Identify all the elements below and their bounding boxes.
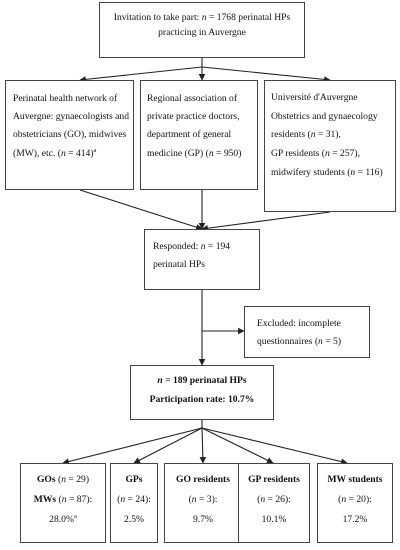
mws-line: MWs (n = 87): (33, 494, 93, 506)
network-footnote: a (93, 146, 97, 154)
network-line-3: obstetricians (GO), midwives (13, 129, 127, 141)
university-line-2: Obstetrics and gynaecology (271, 110, 378, 122)
gos-line: GOs (n = 29) (36, 474, 90, 485)
arrow-to-gos-mws (62, 427, 203, 465)
gos-mws-footnote: a (73, 513, 77, 521)
regional-line-3: department of general (147, 129, 232, 141)
excluded-box: Excluded: incomplete questionnaires (n =… (244, 306, 370, 358)
invitation-box: Invitation to take part: n = 1768 perina… (99, 2, 305, 58)
responded-box: Responded: n = 194 perinatal HPs (144, 229, 260, 290)
regional-association-box: Regional association of private practice… (140, 80, 258, 190)
regional-line-1: Regional association of (147, 93, 238, 104)
university-box: Université d'Auvergne Obstetrics and gyn… (264, 80, 396, 212)
university-line-1: Université d'Auvergne (271, 92, 358, 103)
arrow-to-gps (133, 427, 203, 464)
group-box-go-residents: GO residents (n = 3): 9.7% (164, 463, 242, 543)
go-residents-rate: 9.7% (193, 514, 213, 526)
perinatal-network-box: Perinatal health network of Auvergne: gy… (5, 80, 134, 190)
arrow-to-mw-students (201, 427, 348, 465)
participants-box: n = 189 perinatal HPs Participation rate… (130, 365, 274, 420)
gp-residents-label: GP residents (248, 474, 300, 485)
gps-count: (n = 24): (117, 494, 151, 506)
network-line-1: Perinatal health network of (13, 93, 118, 104)
regional-line-2: private practice doctors, (147, 111, 240, 123)
group-box-gp-residents: GP residents (n = 26): 10.1% (238, 463, 310, 543)
network-line-2: Auvergne: gynaecologists and (13, 111, 129, 123)
invitation-line-2: practicing in Auvergne (158, 26, 246, 38)
excluded-line-1: Excluded: incomplete (257, 318, 341, 329)
arrow-to-gp-residents (201, 427, 274, 464)
regional-line-4: medicine (GP) (n = 950) (147, 147, 242, 159)
group-box-mw-students: MW students (n = 20): 17.2% (317, 463, 393, 543)
responded-line-1: Responded: n = 194 (153, 241, 231, 252)
responded-line-2: perinatal HPs (153, 259, 205, 271)
participation-rate: Participation rate: 10.7% (149, 393, 255, 405)
gps-label: GPs (125, 474, 143, 485)
mw-students-rate: 17.2% (342, 514, 368, 526)
excluded-line-2: questionnaires (n = 5) (257, 336, 342, 348)
mw-students-label: MW students (327, 474, 383, 485)
participants-line-1: n = 189 perinatal HPs (157, 375, 247, 386)
arrow-university-to-responded (201, 211, 331, 232)
go-residents-label: GO residents (176, 474, 230, 485)
university-line-5: midwifery students (n = 116) (271, 166, 383, 178)
go-residents-count: (n = 3): (188, 494, 218, 506)
arrow-network-to-responded (79, 189, 203, 231)
university-line-4: GP residents (n = 257), (271, 148, 361, 160)
arrow-to-university (201, 66, 331, 83)
network-line-4: (MW), etc. (n = 414)a (13, 146, 97, 159)
mw-students-count: (n = 20): (338, 494, 372, 506)
gps-rate: 2.5% (124, 514, 144, 526)
gp-residents-rate: 10.1% (261, 514, 287, 526)
arrow-to-go-residents (199, 427, 207, 464)
invitation-line-1: Invitation to take part: n = 1768 perina… (113, 12, 291, 23)
gp-residents-count: (n = 26): (257, 494, 291, 506)
group-box-gos-mws: GOs (n = 29) MWs (n = 87): 28.0%a (20, 463, 106, 543)
arrow-to-network (79, 66, 203, 83)
group-box-gps: GPs (n = 24): 2.5% (110, 463, 158, 543)
gos-mws-rate: 28.0%a (49, 513, 77, 526)
university-line-3: residents (n = 31), (271, 129, 341, 141)
